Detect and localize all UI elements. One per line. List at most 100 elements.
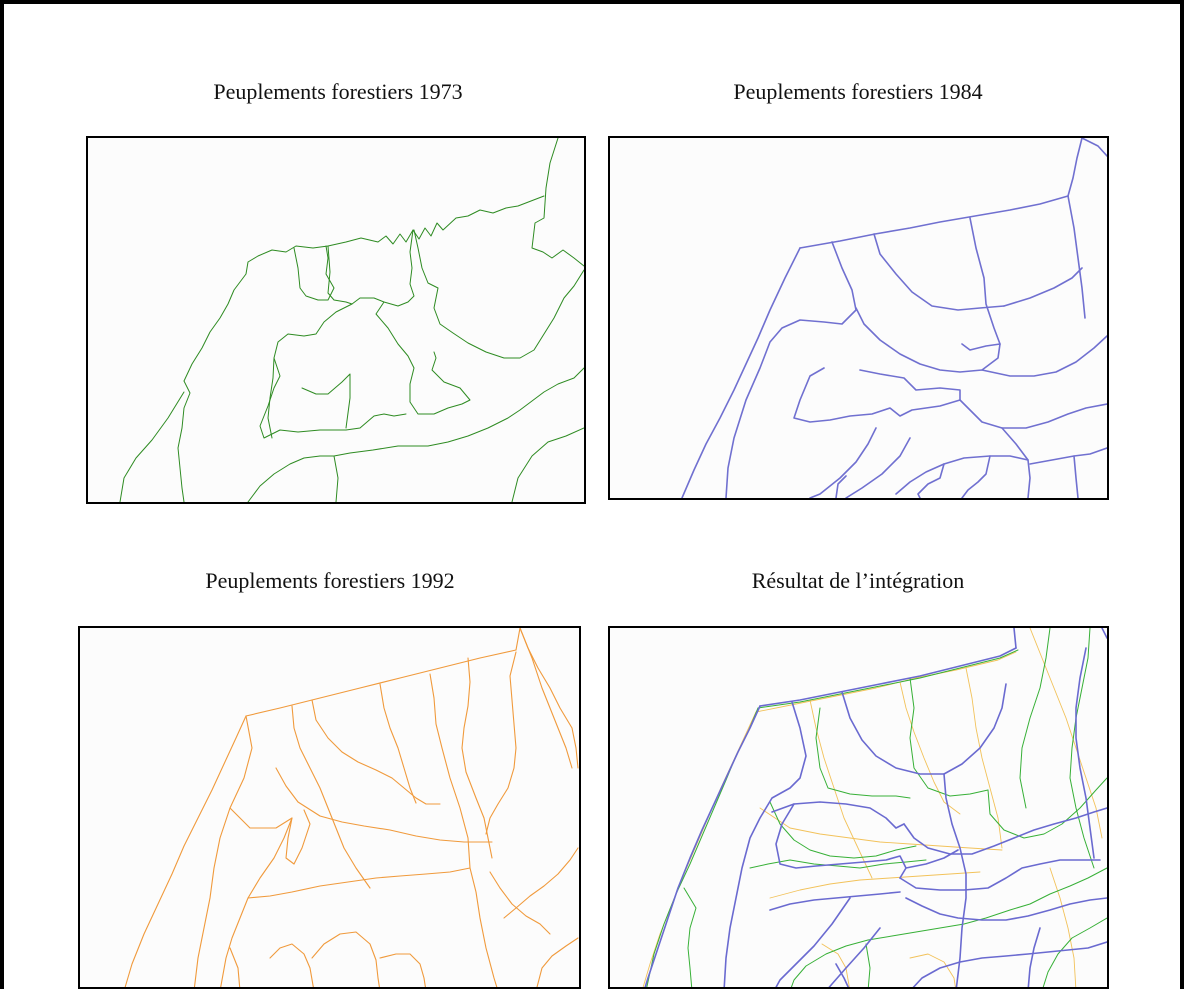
stand-boundary (469, 867, 498, 987)
stand-boundary (311, 931, 380, 987)
stand-boundary (275, 767, 493, 843)
stand-boundary (220, 817, 293, 987)
stand-boundary (285, 809, 311, 865)
stand-boundary (909, 677, 989, 797)
stand-boundary (723, 701, 807, 987)
stand-boundary (912, 941, 1107, 987)
stand-boundary (959, 399, 1107, 429)
stand-boundary (515, 628, 521, 651)
map-panel-integration (608, 626, 1109, 989)
stand-boundary (965, 667, 1003, 849)
stand-boundary (793, 367, 961, 423)
stand-boundary (943, 773, 967, 987)
stand-boundary (177, 380, 191, 502)
stand-boundary (917, 463, 945, 498)
stand-boundary (124, 715, 247, 987)
stand-boundary (379, 683, 417, 804)
stand-boundary (855, 307, 1001, 373)
stand-boundary (119, 391, 185, 502)
stand-boundary (828, 927, 881, 987)
stand-boundary (815, 707, 911, 799)
stand-boundary (379, 953, 426, 987)
stand-boundary (489, 871, 551, 935)
stand-boundary (681, 247, 801, 498)
map-panel-1984 (608, 136, 1109, 500)
stand-boundary (291, 705, 371, 889)
caption-1984: Peuplements forestiers 1984 (733, 79, 983, 104)
stand-boundary (909, 953, 956, 987)
stand-boundary (899, 859, 1101, 891)
stand-boundary (375, 301, 471, 415)
stand-boundary (642, 711, 757, 987)
stand-boundary (1029, 628, 1103, 839)
stand-boundary (841, 691, 945, 775)
stand-boundary (229, 947, 241, 987)
stand-boundary (183, 195, 545, 382)
stand-boundary (1069, 628, 1095, 869)
stand-boundary (903, 807, 1107, 855)
map-panel-1973 (86, 136, 586, 504)
stand-boundary (1013, 628, 1017, 649)
stand-boundary (245, 649, 517, 717)
stand-boundary (267, 303, 353, 439)
stand-boundary (536, 937, 579, 987)
stand-boundary (1081, 138, 1107, 157)
stand-boundary (759, 647, 1017, 707)
stand-boundary (790, 939, 869, 987)
stand-boundary (987, 777, 1107, 839)
stand-boundary (1101, 628, 1107, 639)
stand-boundary (809, 699, 873, 879)
stand-boundary (1067, 138, 1083, 197)
stand-boundary (769, 891, 901, 911)
stand-boundary (1042, 917, 1107, 987)
stand-boundary (1073, 455, 1079, 498)
stand-boundary (835, 963, 850, 987)
stand-boundary (269, 943, 314, 987)
map-panel-1992 (78, 626, 581, 989)
stand-boundary (757, 649, 1019, 709)
stand-boundary (1075, 647, 1095, 859)
stand-boundary (873, 233, 1005, 311)
stand-boundary (809, 427, 877, 498)
stand-boundary (1003, 267, 1083, 307)
stand-boundary (969, 217, 1001, 345)
stand-boundary (1027, 927, 1041, 987)
stand-boundary (461, 657, 493, 859)
stand-boundary (247, 455, 321, 502)
stand-boundary (503, 847, 579, 919)
stand-boundary (905, 849, 959, 869)
stand-boundary (1029, 447, 1107, 465)
stand-boundary (725, 241, 857, 498)
stand-boundary (193, 715, 253, 987)
stand-boundary (333, 455, 339, 502)
caption-integration: Résultat de l’intégration (751, 568, 965, 593)
stand-boundary (1019, 628, 1051, 809)
stand-boundary (749, 859, 927, 869)
stand-boundary (429, 673, 471, 869)
stand-boundary (865, 943, 871, 987)
stand-boundary (961, 455, 991, 498)
stand-boundary (293, 245, 335, 301)
stand-boundary (895, 455, 1029, 495)
stand-boundary (327, 229, 415, 307)
stand-boundary (683, 887, 697, 987)
stand-boundary (769, 871, 981, 899)
stand-boundary (519, 628, 573, 769)
stand-boundary (1049, 867, 1077, 987)
stand-boundary (899, 681, 961, 815)
stand-boundary (775, 897, 851, 987)
stand-boundary (775, 803, 907, 879)
stand-boundary (644, 705, 761, 987)
stand-boundary (981, 335, 1107, 377)
stand-boundary (259, 357, 407, 439)
stand-boundary (301, 373, 351, 429)
stand-boundary (905, 897, 1107, 921)
stand-boundary (319, 367, 584, 457)
stand-boundary (835, 475, 847, 498)
stand-boundary (821, 943, 850, 987)
stand-boundary (311, 699, 441, 805)
stand-boundary (229, 807, 293, 829)
stand-boundary (646, 707, 759, 987)
stand-boundary (531, 138, 584, 267)
stand-boundary (771, 801, 905, 829)
